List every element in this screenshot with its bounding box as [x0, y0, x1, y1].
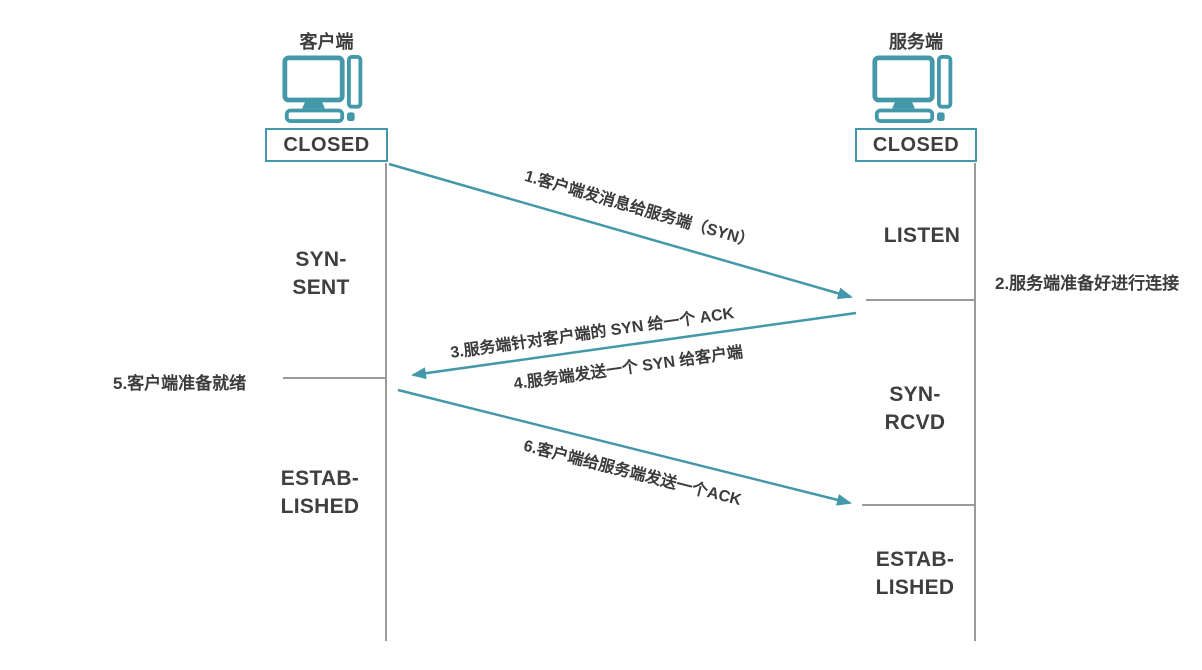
server-state-syn-rcvd: SYN- RCVD	[855, 381, 975, 437]
server-title: 服务端	[889, 32, 943, 52]
state-line: RCVD	[884, 411, 946, 434]
client-title: 客户端	[299, 32, 354, 52]
state-line: ESTAB-	[875, 548, 955, 571]
client-state-established: ESTAB- LISHED	[250, 465, 390, 521]
note-server-ready: 2.服务端准备好进行连接	[995, 274, 1180, 293]
computer-icon	[281, 54, 369, 124]
server-state-listen: LISTEN	[883, 224, 961, 247]
state-line: LISHED	[875, 576, 955, 599]
state-line: SYN-	[295, 248, 347, 271]
server-state-established: ESTAB- LISHED	[845, 546, 985, 602]
state-line: ESTAB-	[280, 467, 360, 490]
arrow-ack	[397, 388, 852, 506]
client-closed-box: CLOSED	[265, 128, 388, 162]
client-state-syn-sent: SYN- SENT	[261, 246, 381, 302]
state-line: SENT	[292, 276, 350, 299]
state-line: SYN-	[889, 383, 941, 406]
note-client-ready: 5.客户端准备就绪	[113, 374, 247, 393]
server-closed-box: CLOSED	[855, 128, 977, 162]
arrow-syn-ack	[411, 311, 857, 380]
state-line: LISHED	[280, 495, 360, 518]
computer-icon	[871, 54, 959, 124]
arrow-syn	[388, 162, 853, 300]
